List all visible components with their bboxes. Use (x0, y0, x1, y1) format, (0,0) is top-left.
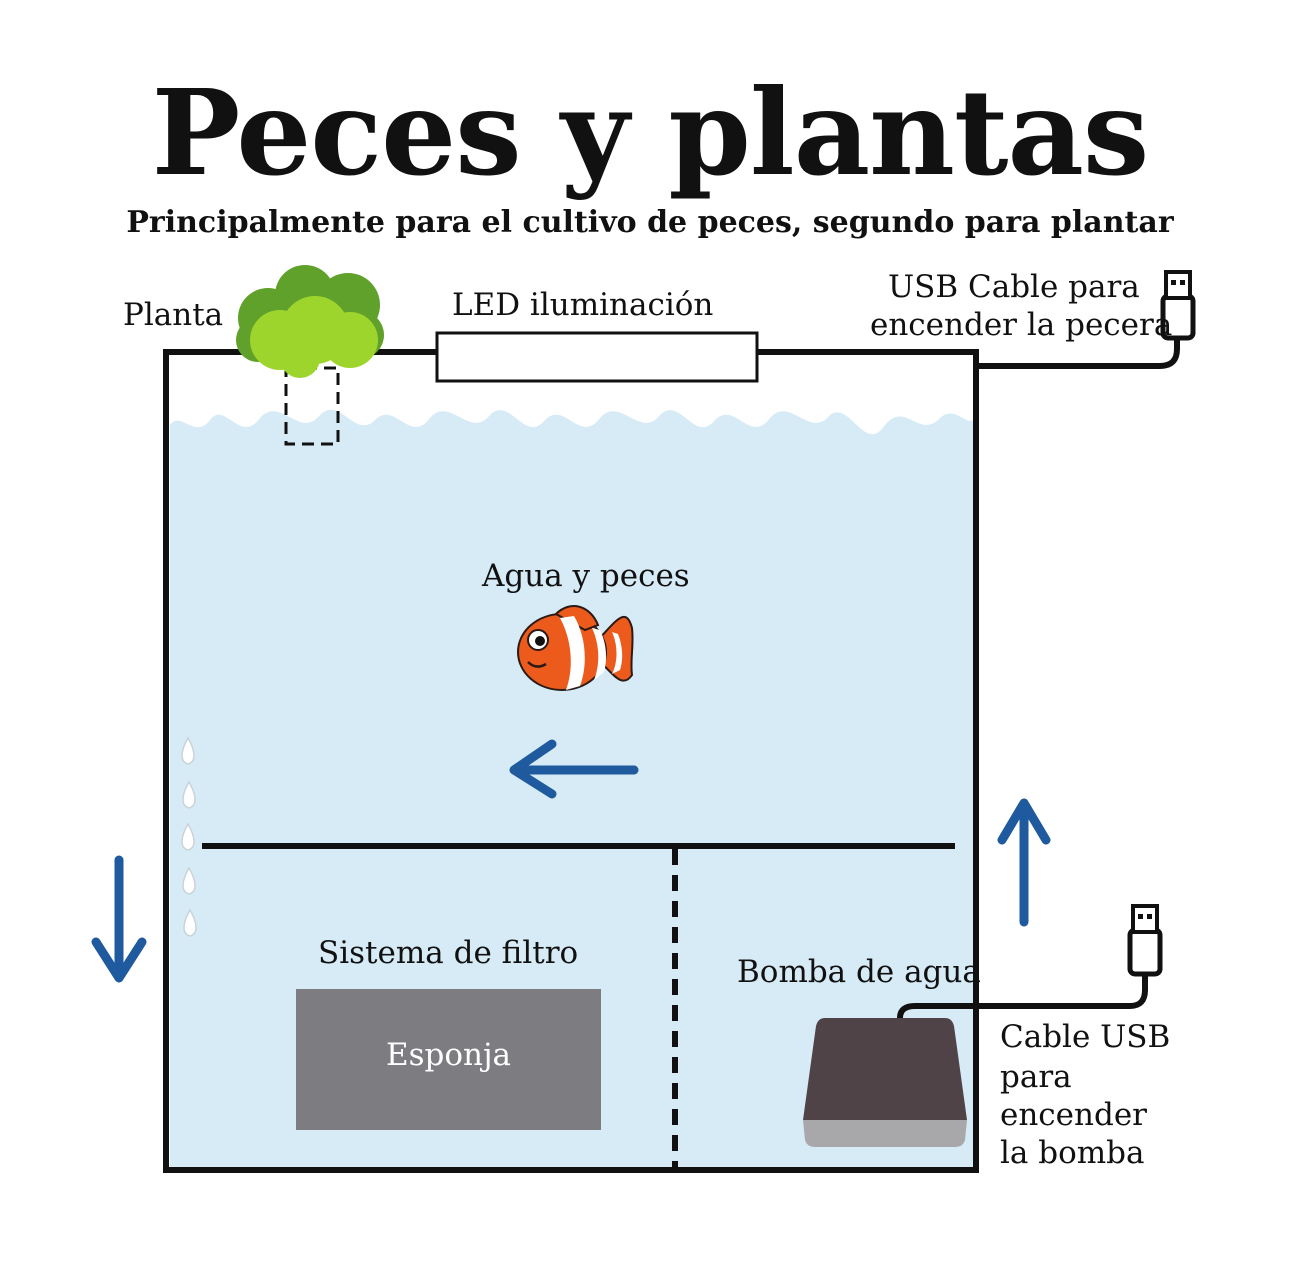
plant-icon (236, 265, 384, 378)
filter-system-label: Sistema de filtro (318, 935, 579, 971)
usb-tank-label-line2: encender la pecera (870, 307, 1173, 343)
page-subtitle: Principalmente para el cultivo de peces,… (126, 205, 1174, 240)
plant-label: Planta (123, 297, 224, 333)
usb-plug-tank-icon (1160, 270, 1196, 341)
sponge-label: Esponja (385, 1037, 512, 1073)
usb-pump-label-line4: la bomba (1000, 1135, 1145, 1171)
page-title: Peces y plantas (151, 63, 1150, 202)
flow-arrow-down-icon (91, 855, 147, 983)
sponge-block (296, 989, 601, 1130)
led-bar (435, 331, 759, 383)
water-pump-label: Bomba de agua (737, 954, 981, 990)
led-label: LED iluminación (452, 287, 714, 323)
usb-cable-pump (897, 976, 1148, 1019)
flow-arrow-up-icon (997, 798, 1051, 927)
water-area (170, 409, 973, 1169)
usb-pump-label-line3: encender (1000, 1097, 1147, 1133)
water-pump-icon (803, 1018, 967, 1147)
clownfish-icon (517, 605, 634, 691)
usb-tank-label-line1: USB Cable para (888, 269, 1140, 305)
water-droplets (181, 736, 197, 937)
flow-arrow-left-icon (509, 739, 639, 799)
usb-cable-tank (976, 340, 1180, 369)
water-fish-label: Agua y peces (482, 558, 690, 594)
usb-pump-label-line1: Cable USB (1000, 1019, 1171, 1055)
usb-pump-label-line2: para (1000, 1059, 1072, 1095)
usb-plug-pump-icon (1127, 904, 1163, 977)
